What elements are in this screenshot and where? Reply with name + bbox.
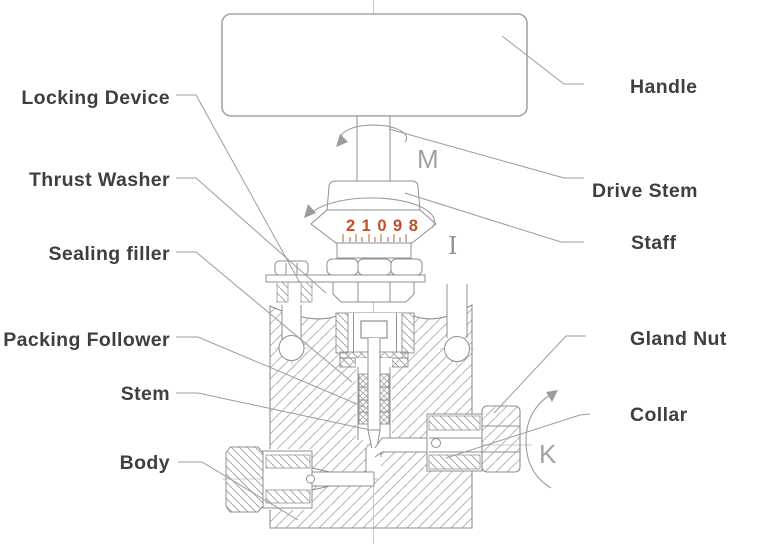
marker-i: I [448, 232, 457, 260]
label-handle: Handle [630, 76, 697, 98]
label-sealing-filler: Sealing filler [48, 243, 170, 265]
leader-packing-follower [176, 336, 365, 408]
label-locking-device: Locking Device [21, 87, 170, 109]
collar-part [426, 413, 483, 472]
label-staff: Staff [631, 232, 676, 254]
dial-tick-marks [342, 234, 407, 242]
label-body: Body [120, 452, 170, 474]
leader-staff [404, 192, 584, 243]
arrowhead-dial [304, 204, 316, 218]
leader-stem [176, 392, 371, 431]
leader-thrust-washer [176, 177, 327, 294]
leader-handle [501, 35, 584, 85]
leader-body [178, 461, 299, 521]
part-labels: Locking Device Thrust Washer Sealing fil… [3, 76, 727, 474]
leader-sealing-filler [176, 251, 353, 383]
staff-dial: 21098 [310, 180, 437, 259]
marker-m: M [417, 144, 439, 174]
label-drive-stem: Drive Stem [592, 180, 698, 202]
leader-lines [176, 35, 591, 521]
handle [221, 13, 528, 117]
rotation-arrows: M I K [304, 124, 558, 489]
label-stem: Stem [121, 383, 170, 405]
inlet-fitting [225, 446, 331, 513]
gland-nut-part [481, 405, 521, 473]
leader-locking-device [176, 94, 301, 284]
label-packing-follower: Packing Follower [3, 329, 170, 351]
thrust-washer-plate [265, 274, 426, 303]
marker-k: K [539, 439, 557, 469]
leader-collar [445, 413, 591, 459]
leader-drive-stem [388, 128, 584, 179]
label-collar: Collar [630, 404, 688, 426]
arrowhead-gland [546, 390, 558, 402]
label-thrust-washer: Thrust Washer [29, 169, 170, 191]
dial-numbers: 21098 [346, 217, 424, 235]
label-gland-nut: Gland Nut [630, 328, 727, 350]
lock-nut [326, 258, 423, 276]
arrowhead-drive-stem [336, 134, 348, 147]
leader-gland-nut [493, 335, 586, 414]
